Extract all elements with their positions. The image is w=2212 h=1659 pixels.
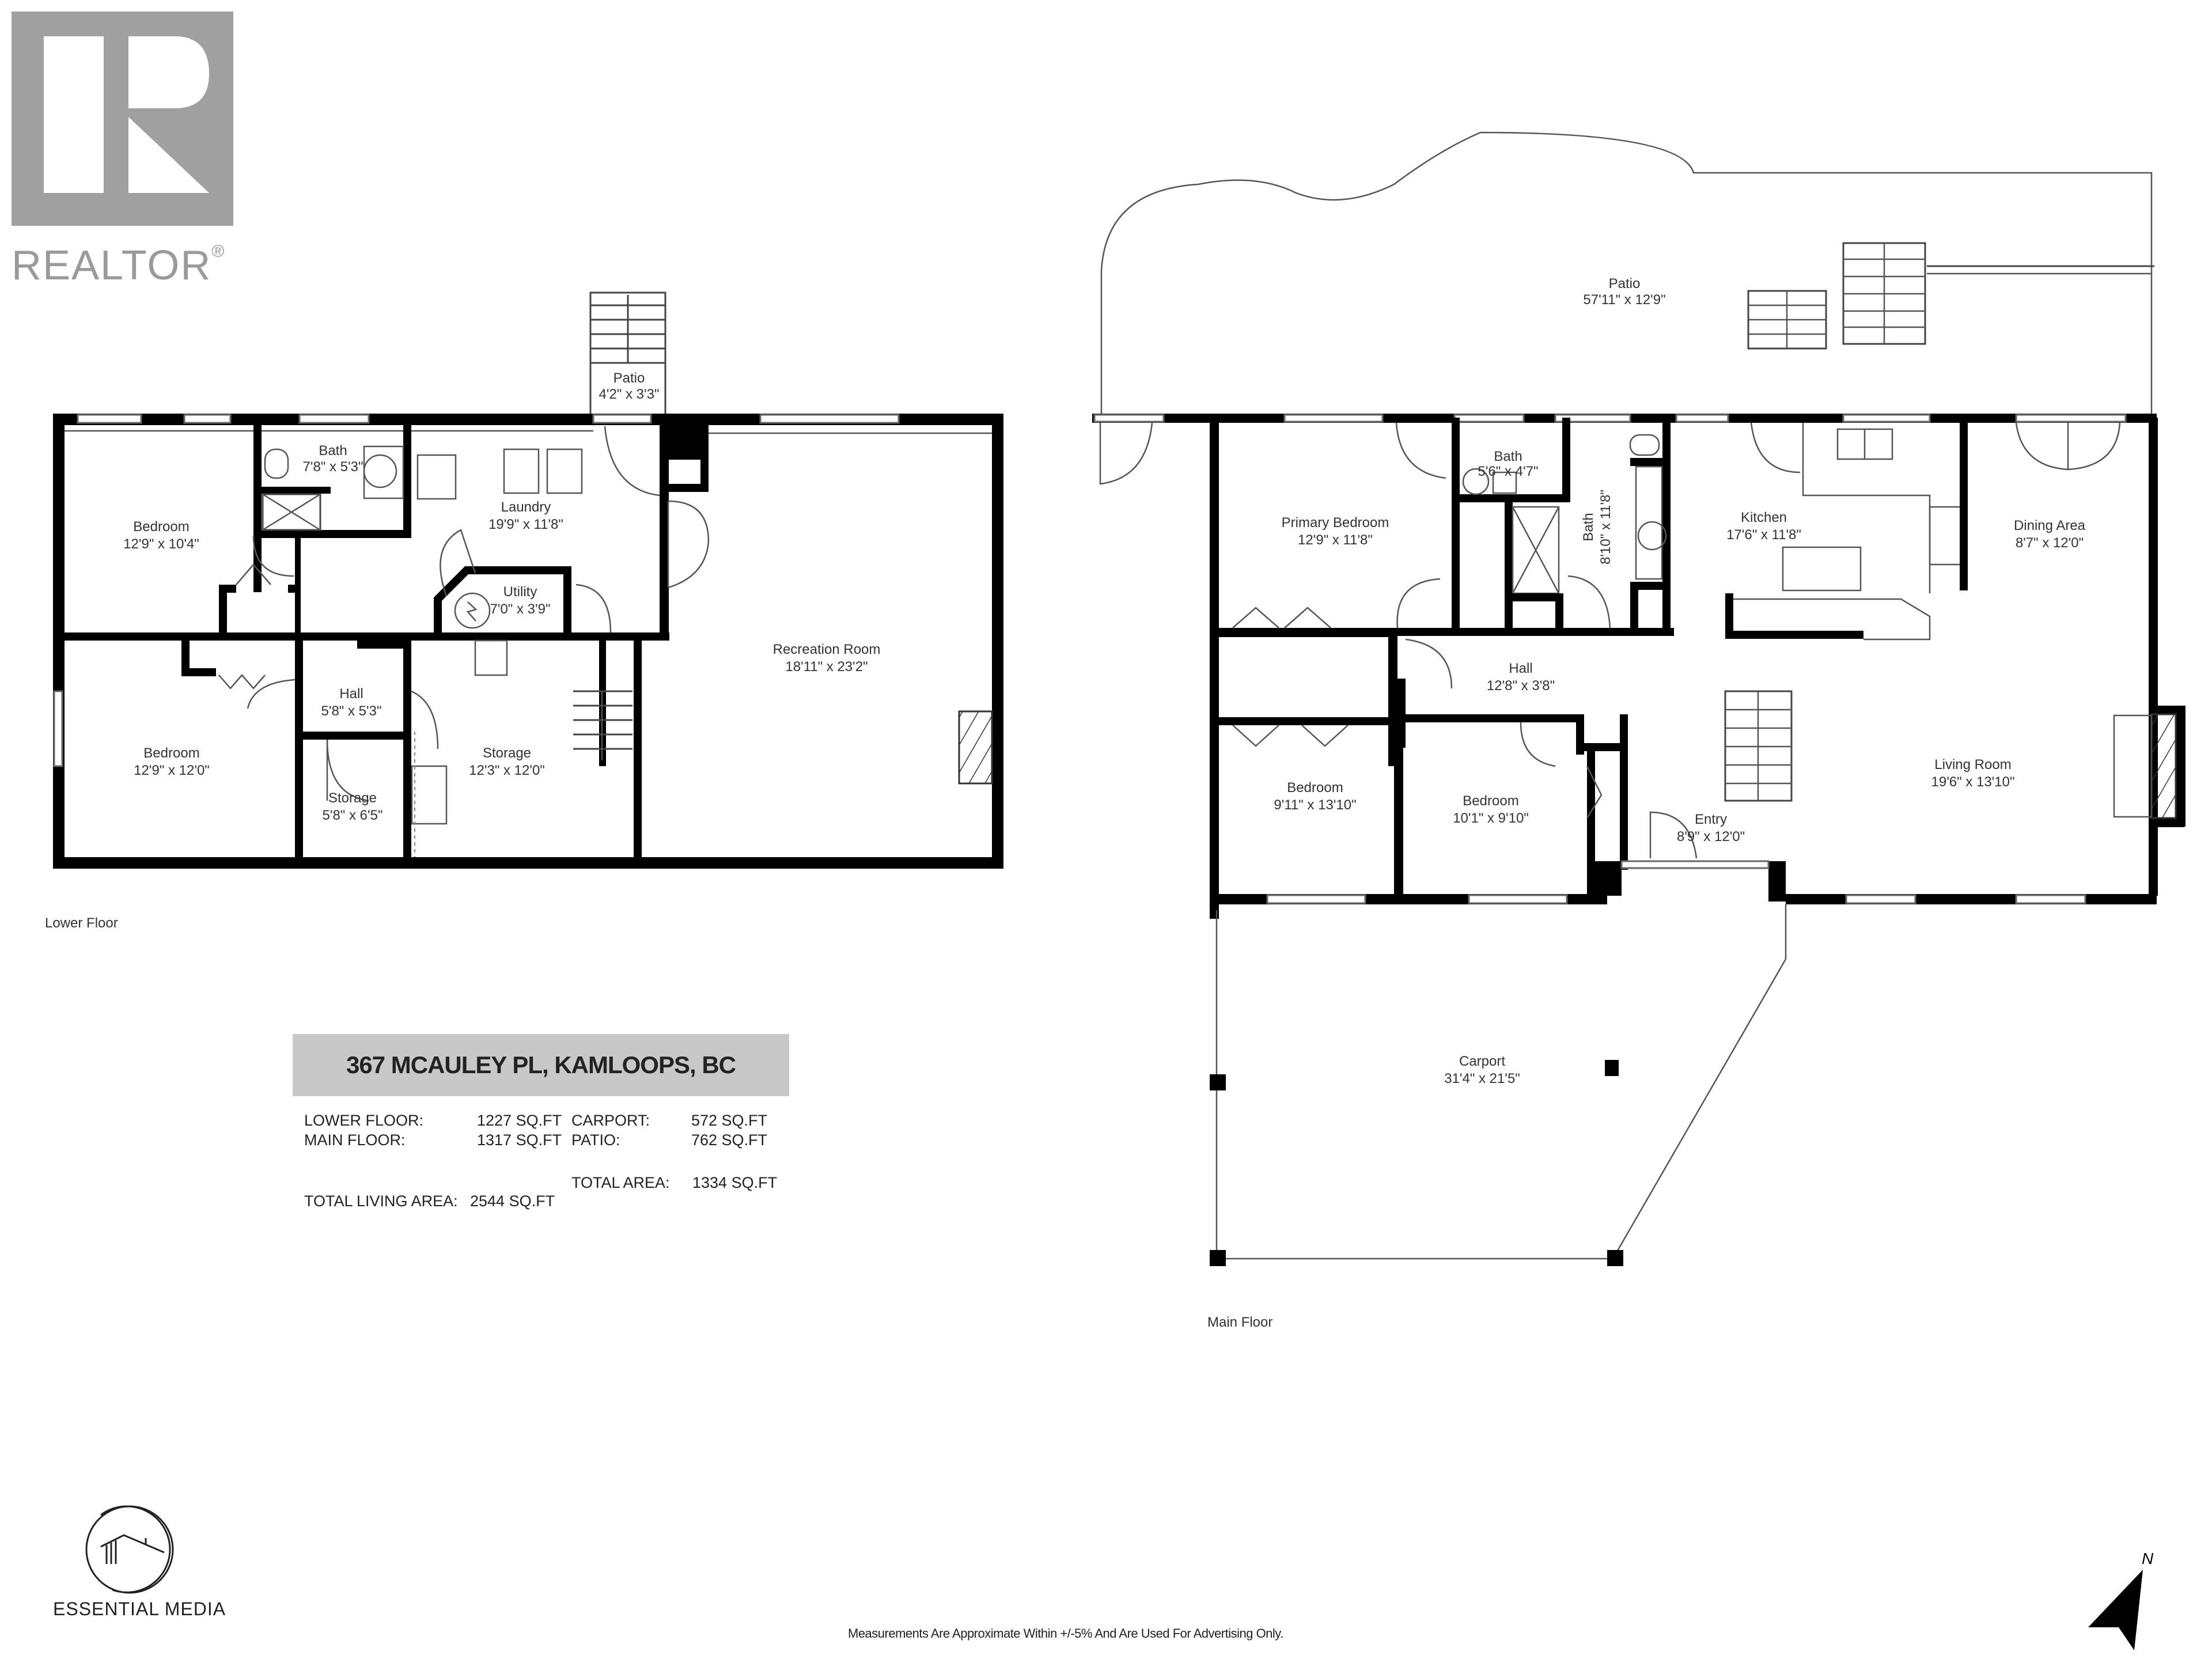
room-name: Patio <box>1609 276 1641 291</box>
room-name: Recreation Room <box>773 642 881 657</box>
room-dims: 19'9" x 11'8" <box>488 517 563 532</box>
patio-area-label: PATIO: <box>571 1131 620 1149</box>
room-name: Entry <box>1695 812 1727 827</box>
room-name: Living Room <box>1934 757 2011 772</box>
room-name: Bath <box>319 443 347 459</box>
room-dims: 57'11" x 12'9" <box>1583 292 1665 308</box>
room-dims: 12'9" x 12'0" <box>134 763 210 778</box>
room-dims: 17'6" x 11'8" <box>1726 527 1801 543</box>
post-icon <box>1607 1250 1623 1266</box>
room-name: Kitchen <box>1741 510 1787 525</box>
stairs-icon <box>573 690 632 760</box>
north-arrow-icon: N <box>2088 1550 2154 1650</box>
room-dims: 19'6" x 13'10" <box>1931 774 2015 790</box>
realtor-logo-icon <box>12 12 233 226</box>
room-name: Bedroom <box>1287 780 1343 796</box>
post-icon <box>1210 1074 1226 1090</box>
room-name: Bedroom <box>143 745 199 761</box>
room-name: Bedroom <box>133 519 189 535</box>
post-icon <box>1605 1060 1619 1076</box>
address-text: 367 MCAULEY PL, KAMLOOPS, BC <box>346 1051 736 1078</box>
room-dims: 18'11" x 23'2" <box>785 659 868 675</box>
room-name: Utility <box>503 584 537 600</box>
room-name: Storage <box>483 745 531 761</box>
lower-room-labels: Bedroom 12'9" x 10'4" Bath 7'8" x 5'3" L… <box>123 370 880 823</box>
room-name: Carport <box>1459 1054 1505 1069</box>
room-dims: 9'11" x 13'10" <box>1274 797 1356 813</box>
room-dims: 8'10" x 11'8" <box>1598 490 1613 565</box>
fireplace-icon <box>2150 713 2177 819</box>
lower-floor-area-label: LOWER FLOOR: <box>304 1112 424 1129</box>
floor-label-main: Main Floor <box>1207 1315 1272 1330</box>
carport-area-value: 572 SQ.FT <box>691 1112 768 1129</box>
measurement-disclaimer: Measurements Are Approximate Within +/-5… <box>848 1626 1283 1641</box>
address-banner: 367 MCAULEY PL, KAMLOOPS, BC <box>293 1034 789 1096</box>
room-dims: 5'8" x 5'3" <box>321 703 382 719</box>
room-name: Patio <box>613 370 645 386</box>
total-area-label: TOTAL AREA: <box>571 1174 670 1191</box>
lower-floor-plan: Bedroom 12'9" x 10'4" Bath 7'8" x 5'3" L… <box>45 291 1003 931</box>
room-name: Hall <box>339 686 363 702</box>
room-dims: 8'7" x 12'0" <box>2016 535 2084 551</box>
essential-media-wordmark: ESSENTIAL MEDIA <box>53 1599 226 1619</box>
kitchen-island <box>1782 546 1862 592</box>
room-dims: 5'8" x 6'5" <box>323 808 383 823</box>
room-dims: 8'9" x 12'0" <box>1677 829 1745 844</box>
main-patio-outline <box>1100 131 2153 414</box>
room-name: Bath <box>1494 449 1522 464</box>
compass-label: N <box>2142 1550 2154 1567</box>
main-floor-plan: Patio 57'11" x 12'9" Primary Bedroom 12'… <box>1092 131 2186 1330</box>
room-name: Storage <box>328 790 377 806</box>
room-dims: 7'0" x 3'9" <box>490 601 551 617</box>
floor-label-lower: Lower Floor <box>45 915 118 931</box>
room-dims: 12'3" x 12'0" <box>469 763 545 778</box>
main-room-labels: Patio 57'11" x 12'9" Primary Bedroom 12'… <box>1274 276 2085 1086</box>
essential-media-logo-icon <box>85 1505 174 1594</box>
room-dims: 12'9" x 11'8" <box>1298 532 1373 548</box>
patio-area-value: 762 SQ.FT <box>691 1131 768 1149</box>
main-floor-area-value: 1317 SQ.FT <box>477 1131 562 1149</box>
room-name: Dining Area <box>2014 518 2086 533</box>
post-icon <box>1210 1250 1226 1266</box>
room-dims: 12'9" x 10'4" <box>123 536 199 552</box>
room-dims: 31'4" x 21'5" <box>1444 1071 1520 1086</box>
stairs-icon <box>590 295 665 364</box>
stairs-icon <box>1842 242 1926 345</box>
room-name: Bath <box>1581 513 1596 541</box>
stairs-icon <box>1747 290 1827 350</box>
stairs-icon <box>1724 690 1793 802</box>
total-living-area-value: 2544 SQ.FT <box>470 1192 555 1210</box>
fireplace-icon <box>958 710 993 785</box>
realtor-r-glyph <box>128 36 209 193</box>
carport-area-label: CARPORT: <box>571 1112 650 1129</box>
realtor-wordmark: REALTOR® <box>12 242 226 289</box>
room-name: Primary Bedroom <box>1282 515 1389 531</box>
room-name: Bedroom <box>1463 793 1518 809</box>
room-dims: 10'1" x 9'10" <box>1453 810 1529 826</box>
total-living-area-label: TOTAL LIVING AREA: <box>304 1192 458 1210</box>
realtor-logo: REALTOR® <box>12 12 239 300</box>
room-name: Hall <box>1509 661 1532 676</box>
lower-floor-area-value: 1227 SQ.FT <box>477 1112 562 1129</box>
carport-outline <box>1210 904 1787 1266</box>
room-dims: 5'6" x 4'7" <box>1478 464 1539 479</box>
total-area-value: 1334 SQ.FT <box>692 1174 778 1191</box>
room-name: Laundry <box>501 499 551 515</box>
main-floor-area-label: MAIN FLOOR: <box>304 1131 406 1149</box>
room-dims: 4'2" x 3'3" <box>599 387 660 402</box>
room-dims: 7'8" x 5'3" <box>303 459 363 475</box>
room-dims: 12'8" x 3'8" <box>1487 678 1555 694</box>
